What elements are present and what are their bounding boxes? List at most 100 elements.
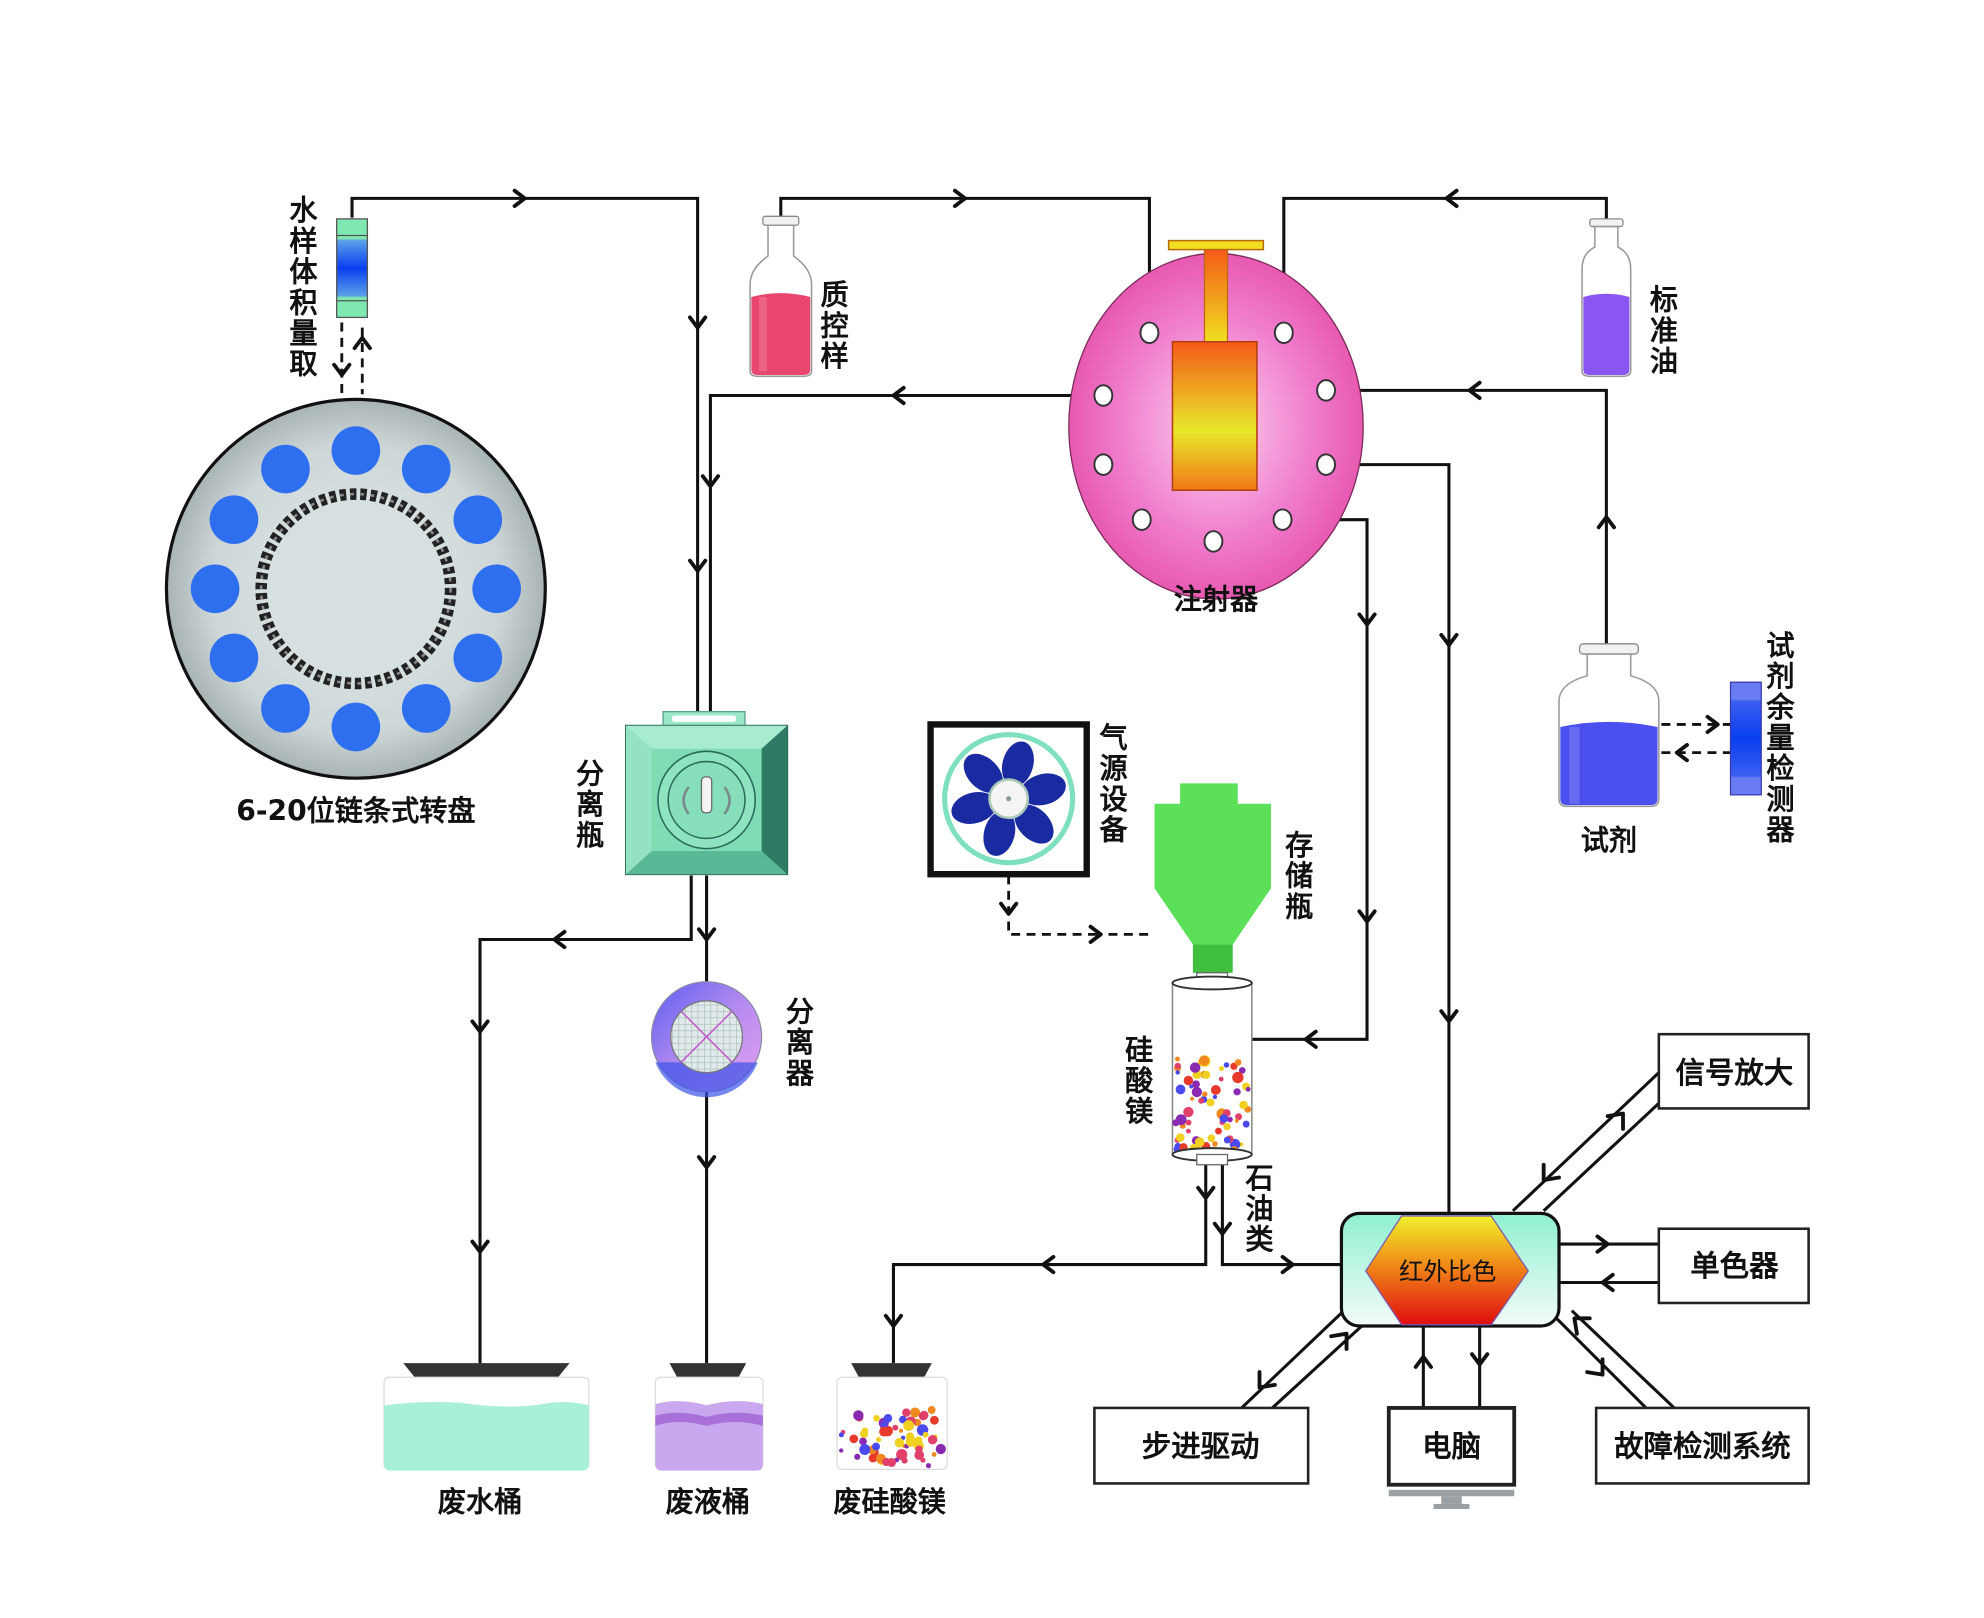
label-char: 酸	[1125, 1065, 1154, 1098]
turntable-slot[interactable]	[209, 633, 259, 683]
separation-bottle[interactable]	[624, 711, 789, 876]
waste-silicate-bucket[interactable]	[836, 1363, 948, 1471]
magnesium-silicate-column[interactable]	[1171, 972, 1253, 1166]
arrow-down-icon	[688, 315, 708, 330]
particle	[854, 1453, 861, 1460]
monitor-stand-icon	[1441, 1496, 1462, 1504]
turntable-slot[interactable]	[331, 702, 381, 752]
pipe-ir-to-fault	[1550, 1312, 1648, 1410]
particle	[892, 1424, 899, 1431]
particle	[1242, 1120, 1250, 1128]
label-char: 准	[1650, 314, 1678, 347]
particle	[880, 1421, 888, 1428]
syringe-port[interactable]	[1093, 384, 1114, 407]
particle	[1189, 1084, 1194, 1089]
standard-oil-bottle[interactable]	[1581, 218, 1632, 378]
syringe-port[interactable]	[1203, 530, 1224, 553]
pipe-fault-to-ir	[1570, 1309, 1676, 1410]
particle	[1207, 1134, 1216, 1143]
magnesium-silicate-label: 硅酸镁	[1125, 1034, 1154, 1128]
syringe-port[interactable]	[1272, 508, 1293, 531]
waste-liquid-bucket[interactable]	[654, 1363, 764, 1471]
arrow-down-icon	[696, 927, 717, 942]
storage-bottle[interactable]	[1154, 783, 1272, 973]
waste-liquid-label: 废液桶	[666, 1486, 750, 1519]
monochromator-box[interactable]: 单色器	[1657, 1227, 1810, 1305]
pipe-reagent-to-syringe	[1326, 388, 1608, 647]
syringe-port[interactable]	[1273, 321, 1294, 344]
label-char: 类	[1245, 1223, 1274, 1256]
label-char: 设	[1100, 783, 1129, 816]
turntable-slot[interactable]	[261, 684, 310, 733]
turntable-slot[interactable]	[331, 426, 381, 475]
particle	[1238, 1067, 1246, 1074]
pipe-syringe-to-ir	[1326, 463, 1451, 1214]
turntable-slot[interactable]	[261, 444, 310, 494]
turntable-slot[interactable]	[209, 495, 259, 544]
turntable-slot[interactable]	[190, 564, 240, 614]
plunger-rod	[1203, 248, 1229, 343]
stepper-drive-box[interactable]: 步进驱动	[1093, 1406, 1310, 1485]
label-char: 油	[1245, 1192, 1273, 1225]
arrow-right-icon	[1705, 714, 1720, 735]
turntable-slot[interactable]	[453, 495, 503, 544]
gas-source-fan[interactable]	[927, 721, 1090, 878]
syringe-port[interactable]	[1316, 379, 1336, 402]
particle	[1219, 1114, 1229, 1123]
reagent-bottle[interactable]	[1558, 643, 1660, 808]
syringe-port[interactable]	[1131, 508, 1152, 531]
chain-ring-highlight	[259, 492, 452, 685]
syringe-ports	[1093, 321, 1336, 553]
particle	[1245, 1086, 1251, 1092]
pipe-syringe-to-silicate	[1251, 518, 1369, 1041]
syringe[interactable]	[1068, 239, 1364, 600]
measuring-tube[interactable]	[336, 218, 369, 319]
label-char: 储	[1285, 860, 1313, 893]
particle	[1175, 1084, 1186, 1095]
particle	[1212, 1141, 1218, 1147]
arrow-left-icon	[1444, 188, 1459, 208]
particle	[1190, 1096, 1195, 1101]
arrow-up-icon	[1413, 1354, 1433, 1369]
pipe-petroleum-to-ir	[1220, 1162, 1342, 1267]
fault-detection-box[interactable]: 故障检测系统	[1594, 1406, 1810, 1485]
particle	[861, 1427, 869, 1435]
qc-sample-bottle[interactable]	[749, 215, 813, 378]
ir-colorimetry-unit[interactable]	[1339, 1211, 1561, 1328]
separator[interactable]	[650, 981, 763, 1098]
pipe-amp-to-ir	[1542, 1102, 1660, 1212]
arrow-left-icon	[1674, 743, 1689, 763]
fan-blade	[1001, 741, 1034, 787]
particle	[872, 1442, 881, 1451]
label-char: 体	[289, 256, 318, 289]
turntable[interactable]	[164, 397, 547, 780]
turntable-slot[interactable]	[401, 684, 451, 733]
computer-monitor[interactable]: 电脑	[1386, 1406, 1517, 1510]
syringe-port[interactable]	[1093, 453, 1114, 476]
arrow-up-icon	[352, 335, 372, 351]
label-char: 离	[576, 788, 604, 821]
reagent-level-detector[interactable]	[1729, 681, 1762, 796]
storage-bottle-label: 存储瓶	[1285, 829, 1313, 923]
turntable-slot[interactable]	[453, 633, 503, 683]
label-char: 质	[820, 279, 848, 312]
arrow-up-right-icon	[1605, 1111, 1625, 1131]
particle	[901, 1457, 908, 1464]
particle	[876, 1437, 882, 1443]
syringe-port[interactable]	[1316, 453, 1336, 476]
reagent-level-detector-label: 试剂余量检测器	[1765, 629, 1795, 846]
signal-amplifier-box[interactable]: 信号放大	[1657, 1032, 1810, 1110]
turntable-slots	[190, 426, 521, 752]
arrow-down-icon	[1357, 612, 1377, 627]
turntable-slot[interactable]	[472, 564, 521, 614]
syringe-port[interactable]	[1139, 321, 1160, 344]
arrow-down-icon	[1439, 632, 1459, 648]
waste-silicate-label: 废硅酸镁	[833, 1486, 946, 1519]
waste-water-bucket[interactable]	[383, 1363, 590, 1471]
turntable-slot[interactable]	[401, 444, 451, 494]
particle	[1185, 1119, 1192, 1126]
particle	[1175, 1056, 1180, 1062]
arrow-down-left-icon	[1541, 1162, 1561, 1183]
label-char: 检	[1766, 752, 1794, 785]
